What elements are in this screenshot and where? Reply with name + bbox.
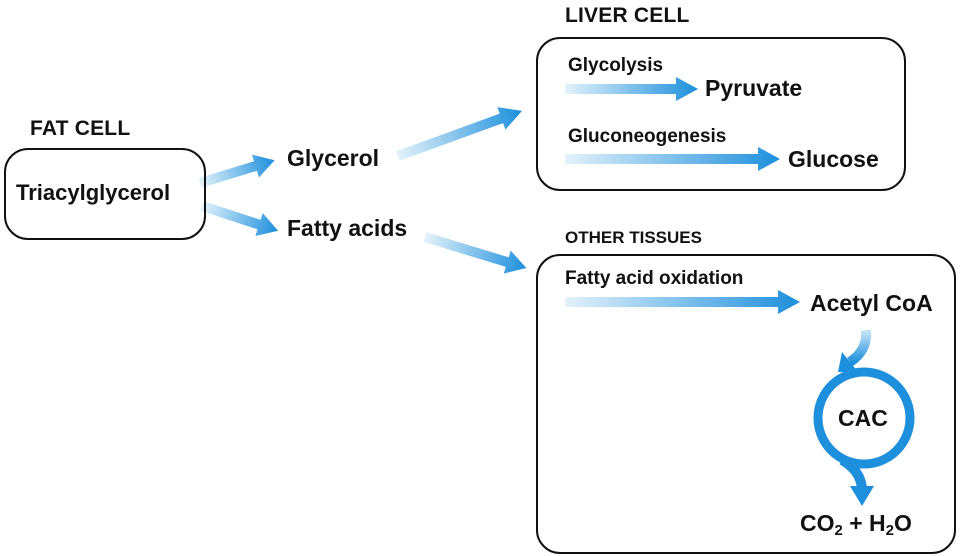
cac-to-products-arrow-icon (839, 455, 867, 489)
arrow-to-other-tissues-icon (423, 232, 527, 274)
pyruvate-label: Pyruvate (705, 75, 803, 101)
glycolysis-arrow-icon (565, 77, 698, 101)
glycerol-label: Glycerol (287, 145, 380, 171)
liver-cell-title: LIVER CELL (565, 4, 690, 27)
fatty-acids-label: Fatty acids (287, 215, 408, 241)
cac-label: CAC (838, 405, 888, 431)
arrow-to-liver-cell-icon (396, 107, 523, 161)
arrow-to-glycerol-icon (198, 154, 275, 188)
oxidation-arrow-icon (565, 290, 800, 314)
cac-cycle-ring-icon (813, 367, 915, 469)
arrow-to-fatty-acids-icon (200, 201, 279, 236)
gluconeogenesis-arrow-icon (565, 147, 780, 171)
fat-cell-title: FAT CELL (30, 117, 131, 140)
liver-cell-box (536, 37, 906, 191)
gluconeogenesis-label: Gluconeogenesis (568, 126, 727, 147)
co2-h2o-label: CO2 + H2O (800, 510, 912, 539)
triacylglycerol-label: Triacylglycerol (16, 180, 171, 205)
other-tissues-box (536, 254, 956, 554)
other-tissues-title: OTHER TISSUES (565, 228, 702, 247)
acetyl-coa-to-cac-arrow-icon (847, 329, 872, 367)
glucose-label: Glucose (788, 146, 879, 172)
fatty-acid-oxidation-label: Fatty acid oxidation (565, 268, 744, 289)
glycolysis-label: Glycolysis (568, 55, 664, 76)
fat-cell-box (4, 148, 206, 240)
acetyl-coa-label: Acetyl CoA (810, 290, 933, 316)
